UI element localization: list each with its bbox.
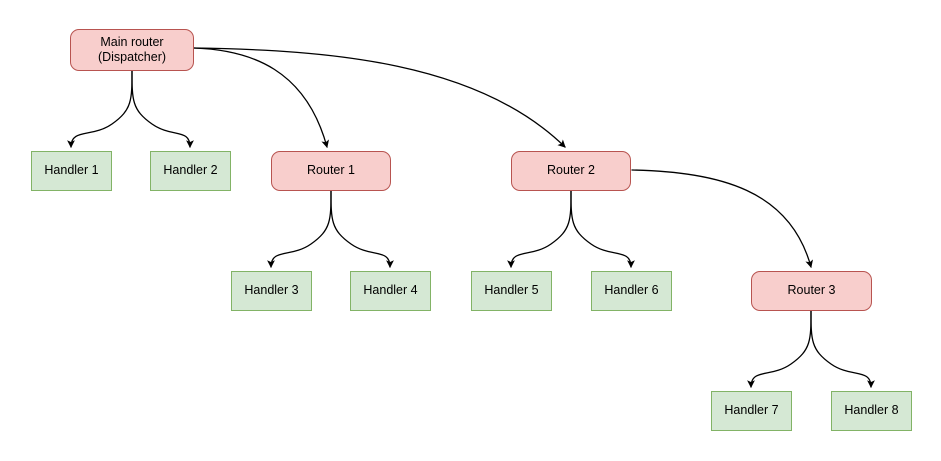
edge-router-3-to-handler-8 [810,310,875,389]
node-label-handler-3: Handler 3 [244,283,299,298]
edge-router-3-to-handler-7 [747,310,812,389]
edge-main-to-router-2 [193,47,566,148]
edge-main-to-handler-1 [67,70,133,149]
node-label-handler-4: Handler 4 [363,283,418,298]
edge-main-to-router-1 [193,47,329,149]
node-label-handler-8: Handler 8 [844,403,899,418]
edge-main-to-handler-2 [131,70,194,149]
node-label-handler-2: Handler 2 [163,163,218,178]
edge-group [67,47,875,389]
node-label-router-3: Router 3 [787,283,836,298]
node-handler-7[interactable]: Handler 7 [711,391,792,431]
node-handler-2[interactable]: Handler 2 [150,151,231,191]
node-handler-8[interactable]: Handler 8 [831,391,912,431]
node-label-handler-7: Handler 7 [724,403,779,418]
node-label-main-router: Main router (Dispatcher) [97,34,167,64]
edge-router-1-to-handler-3 [267,190,332,269]
node-handler-6[interactable]: Handler 6 [591,271,672,311]
node-router-2[interactable]: Router 2 [511,151,631,191]
edge-router-1-to-handler-4 [330,190,394,269]
node-label-handler-6: Handler 6 [604,283,659,298]
node-label-handler-1: Handler 1 [44,163,99,178]
edge-router-2-to-router-3 [631,169,813,269]
edge-router-2-to-handler-6 [570,190,635,269]
node-handler-1[interactable]: Handler 1 [31,151,112,191]
node-router-1[interactable]: Router 1 [271,151,391,191]
node-main-router[interactable]: Main router (Dispatcher) [70,29,194,71]
node-label-handler-5: Handler 5 [484,283,539,298]
node-handler-3[interactable]: Handler 3 [231,271,312,311]
node-handler-5[interactable]: Handler 5 [471,271,552,311]
edge-router-2-to-handler-5 [507,190,572,269]
node-label-router-2: Router 2 [547,163,595,178]
node-router-3[interactable]: Router 3 [751,271,872,311]
node-label-router-1: Router 1 [307,163,355,178]
node-handler-4[interactable]: Handler 4 [350,271,431,311]
